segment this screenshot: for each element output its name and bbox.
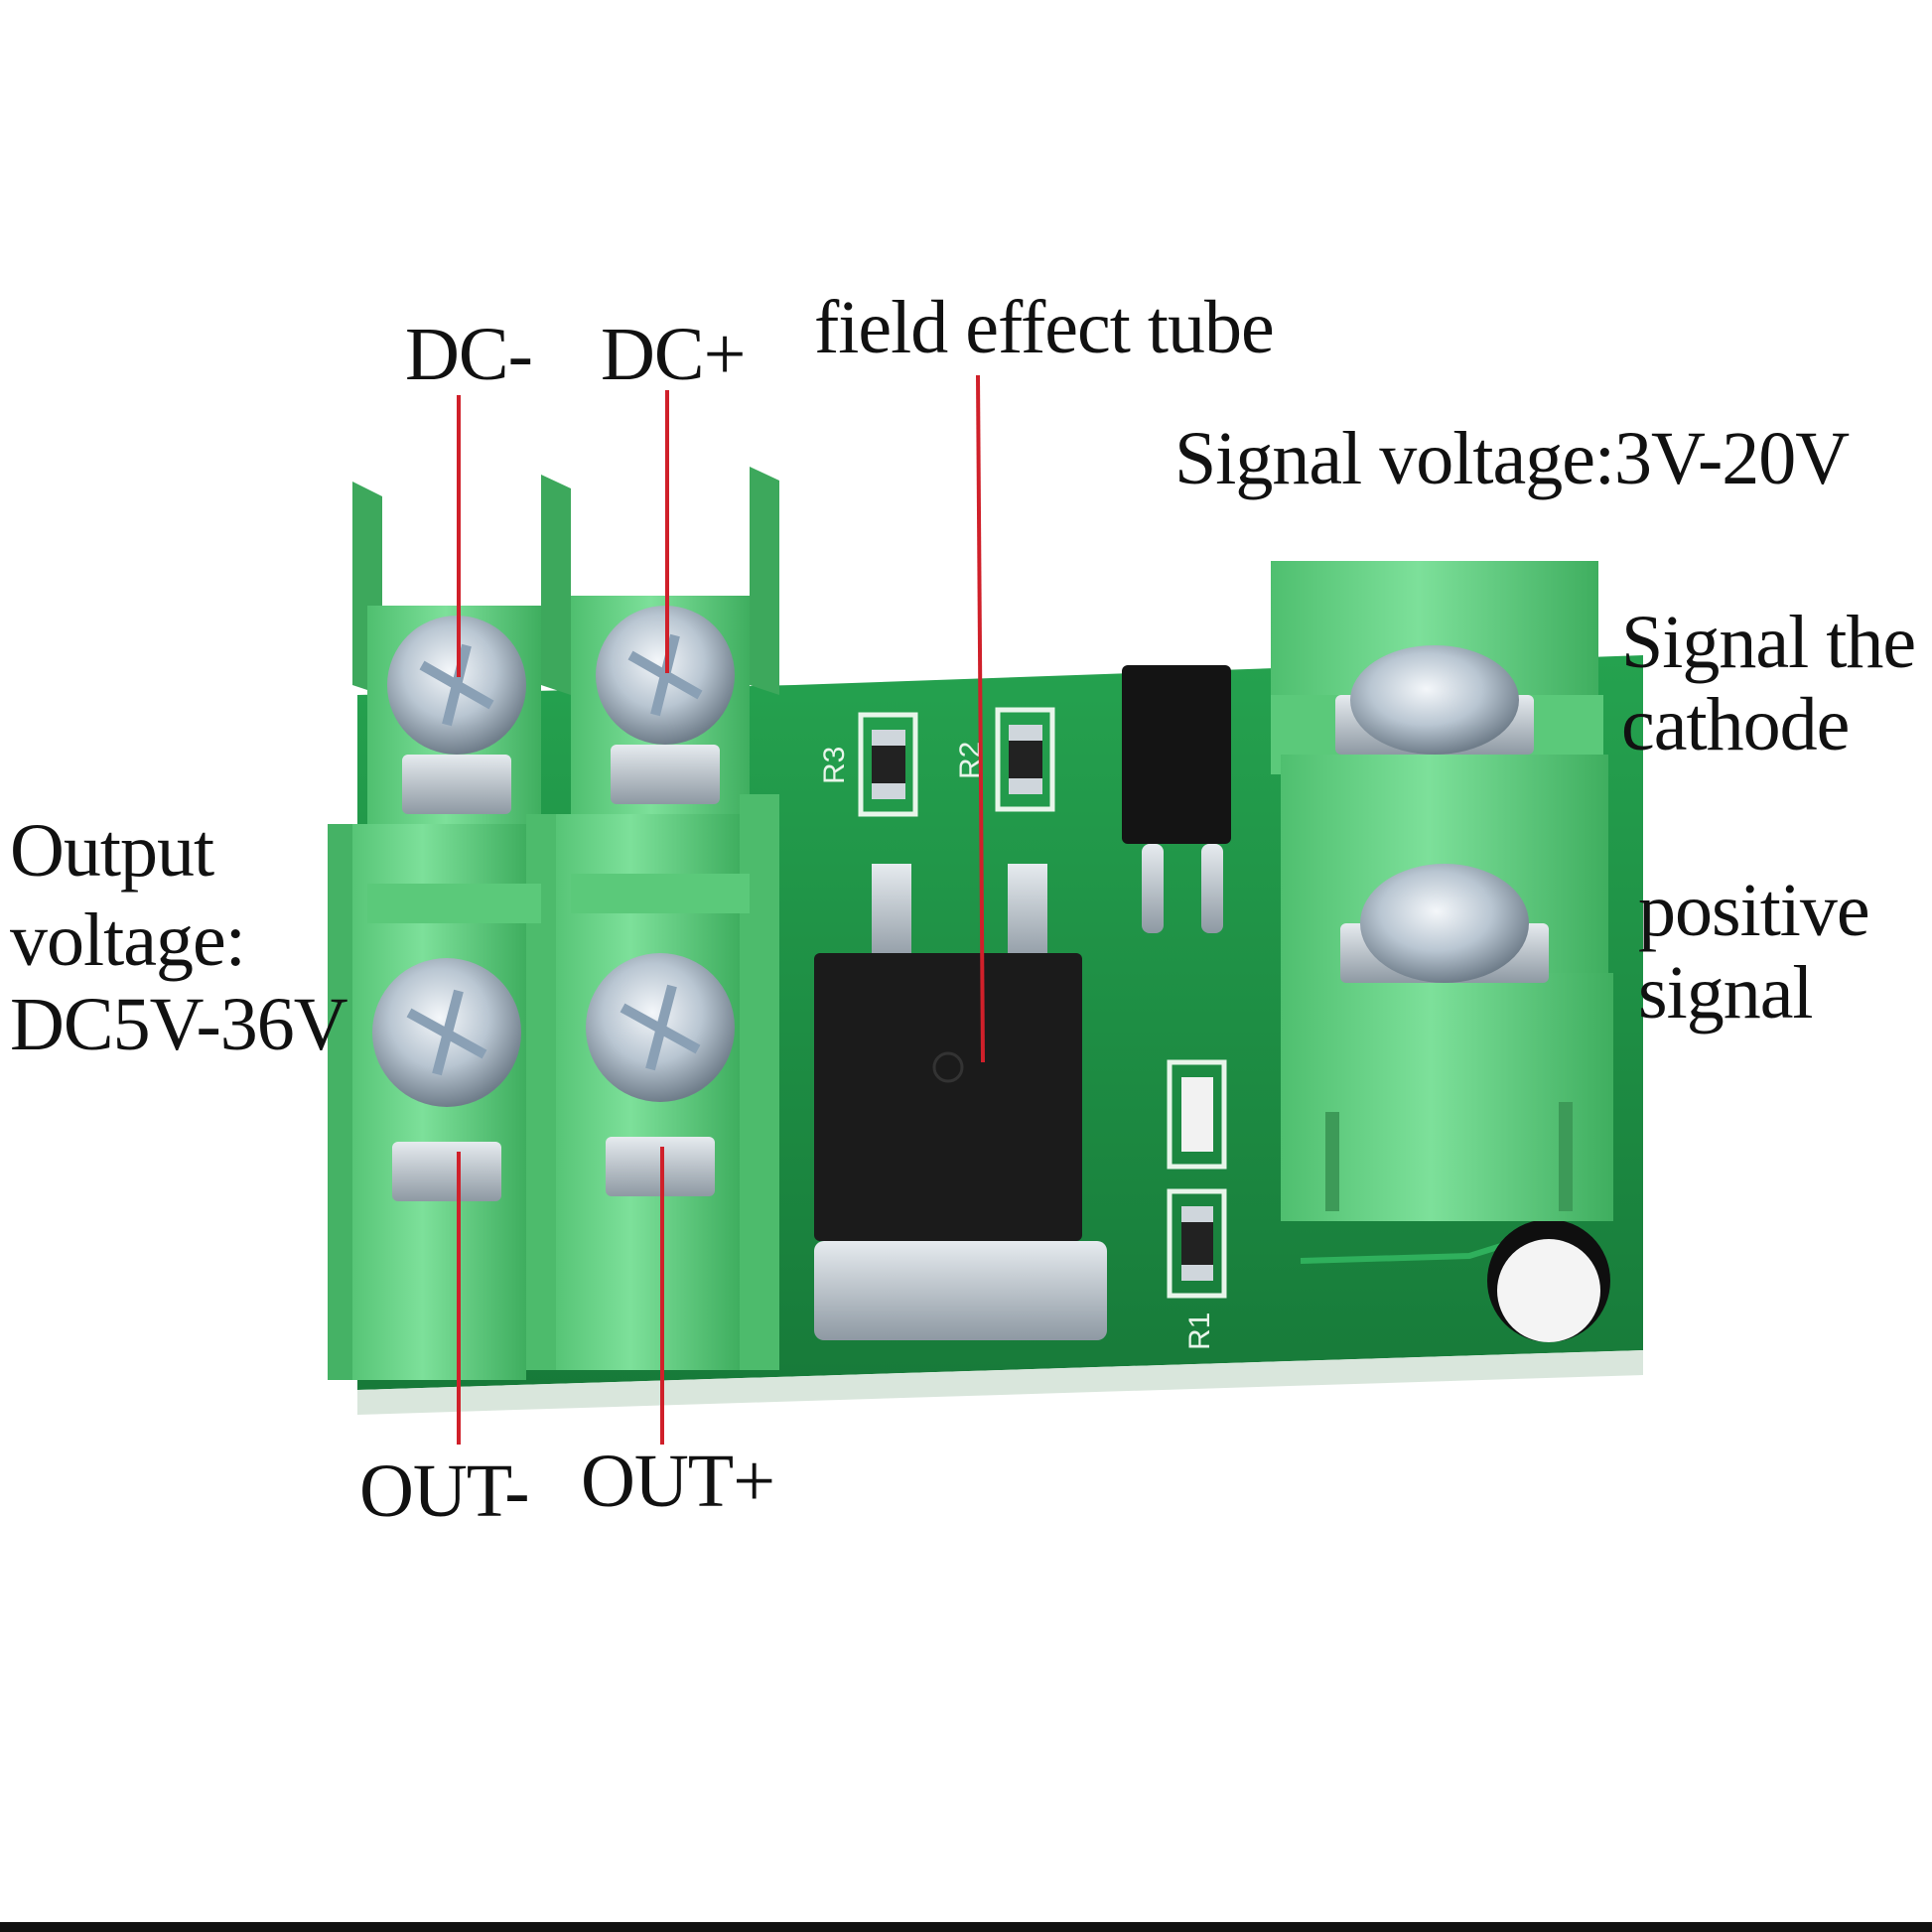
screw-out-plus xyxy=(586,953,735,1196)
mounting-hole xyxy=(1487,1219,1610,1342)
screw-dc-plus xyxy=(596,606,735,804)
mosfet-component xyxy=(814,864,1107,1340)
label-output-voltage-line1: Output xyxy=(10,809,214,893)
label-out-minus: OUT- xyxy=(359,1449,530,1533)
resistor-r1 xyxy=(1167,1188,1227,1299)
resistor-r2 xyxy=(995,707,1055,812)
silkscreen-r3: R3 xyxy=(818,747,851,784)
label-positive-signal-line2: signal xyxy=(1638,951,1814,1035)
label-field-effect-tube: field effect tube xyxy=(814,286,1275,369)
pointer-lines xyxy=(457,374,985,1445)
screw-dc-minus xyxy=(387,616,526,814)
label-dc-plus: DC+ xyxy=(601,313,746,396)
label-out-plus: OUT+ xyxy=(581,1440,775,1523)
screw-signal-cathode xyxy=(1335,645,1534,755)
screw-signal-positive xyxy=(1340,864,1549,983)
bottom-border xyxy=(0,1922,1932,1932)
led-indicator xyxy=(1167,1059,1227,1170)
label-signal-cathode-line2: cathode xyxy=(1621,683,1850,766)
label-signal-cathode-line1: Signal the xyxy=(1621,601,1916,684)
optocoupler-chip xyxy=(1122,665,1231,933)
pointer-field-effect-tube xyxy=(976,374,985,1063)
power-terminal-block xyxy=(328,467,779,1380)
screw-out-minus xyxy=(372,958,521,1201)
label-signal-voltage: Signal voltage:3V-20V xyxy=(1174,417,1850,500)
label-output-voltage-line2: voltage: xyxy=(10,898,246,982)
label-dc-minus: DC- xyxy=(405,313,533,396)
silkscreen-r1: R1 xyxy=(1183,1312,1216,1350)
label-positive-signal-line1: positive xyxy=(1638,869,1870,952)
resistor-r3 xyxy=(858,712,918,817)
label-output-voltage-line3: DC5V-36V xyxy=(10,983,348,1066)
